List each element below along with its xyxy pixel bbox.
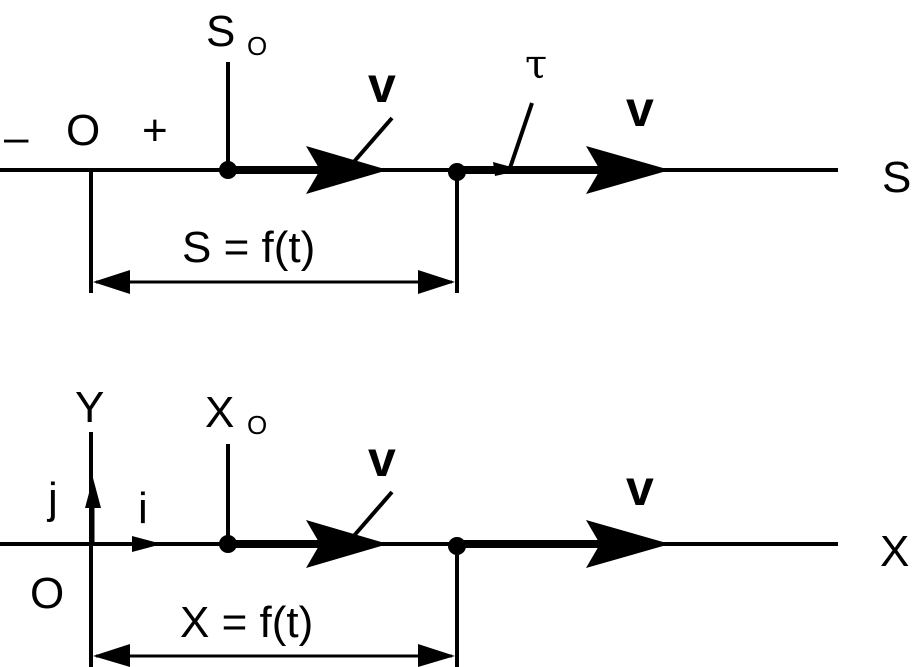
distance-arrowhead-right (418, 270, 455, 294)
velocity-arrowhead-2 (586, 520, 670, 568)
distance-arrowhead-left (93, 270, 130, 294)
top-diagram: – O + S O v τ v S S = f(t) (0, 7, 911, 294)
s0-label: S (206, 7, 235, 56)
distance-arrowhead-left (93, 644, 130, 667)
origin-label: O (66, 106, 100, 155)
plus-sign: + (142, 106, 168, 155)
origin-label: O (30, 569, 64, 618)
distance-arrowhead-right (418, 644, 455, 667)
distance-label: S = f(t) (182, 223, 315, 272)
velocity-arrowhead-2 (586, 146, 670, 194)
j-vector-label: j (46, 474, 58, 523)
y-axis-label: Y (75, 383, 104, 432)
velocity-arrowhead-1 (306, 520, 388, 568)
velocity-leader-line (350, 116, 394, 166)
bottom-diagram: Y j i O X O v v X X = f(t) (0, 383, 909, 667)
x0-subscript: O (247, 410, 267, 440)
velocity-label-2: v (626, 81, 654, 137)
moving-point (448, 163, 466, 181)
velocity-arrowhead-1 (306, 146, 388, 194)
minus-sign: – (4, 113, 29, 162)
i-vector-arrowhead (132, 536, 162, 552)
s-axis-label: S (882, 153, 911, 202)
x0-label: X (205, 388, 234, 437)
j-vector-arrowhead (85, 478, 101, 508)
i-vector-label: i (138, 484, 148, 533)
x-axis-label: X (880, 527, 909, 576)
velocity-label-1: v (368, 431, 396, 487)
tangent-arrowhead (493, 162, 522, 176)
velocity-label-2: v (626, 460, 654, 516)
start-point (219, 535, 237, 553)
s0-subscript: O (247, 31, 267, 61)
tangent-label: τ (525, 42, 547, 88)
tangent-leader-line (508, 102, 534, 169)
moving-point (448, 537, 466, 555)
velocity-label-1: v (368, 57, 396, 113)
start-point (219, 161, 237, 179)
distance-label: X = f(t) (180, 598, 313, 647)
velocity-leader-line (350, 490, 394, 540)
